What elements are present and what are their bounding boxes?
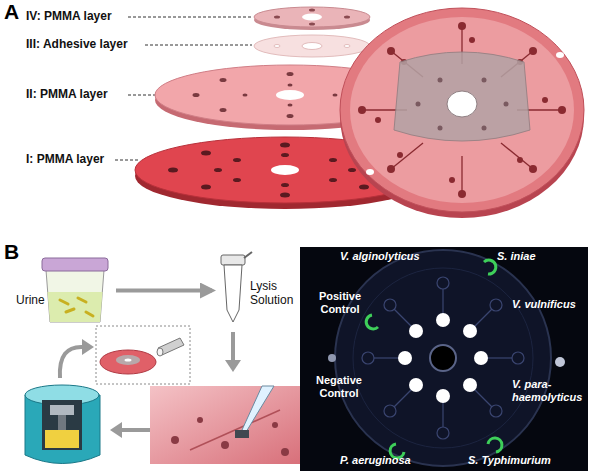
- assembled-disc: [340, 8, 584, 218]
- control-label: Negative Control: [310, 374, 368, 399]
- reagent-tube: Lysis Solution: [212, 252, 320, 326]
- species-label: P. aeruginosa: [340, 454, 440, 467]
- species-label: S. iniae: [497, 250, 577, 263]
- detection-box: [96, 326, 190, 384]
- species-label: V. para-haemolyticus: [512, 378, 586, 403]
- pipetting-photo: [150, 386, 300, 464]
- layer-label: I: PMMA layer: [26, 153, 136, 167]
- layer-iii: [254, 35, 370, 57]
- urine-cup: [42, 258, 108, 322]
- layer-label: II: PMMA layer: [26, 88, 136, 102]
- panel-letter: B: [4, 240, 34, 264]
- sample-cup: Urine: [12, 255, 116, 327]
- instrument: [25, 385, 100, 464]
- species-label: V. alginolyticus: [340, 250, 450, 263]
- species-label: S. Typhimurium: [468, 454, 578, 467]
- flow-arrow: [116, 289, 212, 293]
- node-text: Lysis Solution: [250, 279, 310, 308]
- lysis-tube: [221, 252, 252, 322]
- species-label: V. vulnificus: [512, 298, 588, 311]
- fluorescence-photo: [300, 247, 588, 471]
- layer-label: III: Adhesive layer: [26, 38, 146, 52]
- layer-label: IV: PMMA layer: [26, 10, 136, 24]
- node-text: Urine: [16, 293, 56, 307]
- control-label: Positive Control: [312, 290, 368, 315]
- layer-iv: [254, 7, 370, 30]
